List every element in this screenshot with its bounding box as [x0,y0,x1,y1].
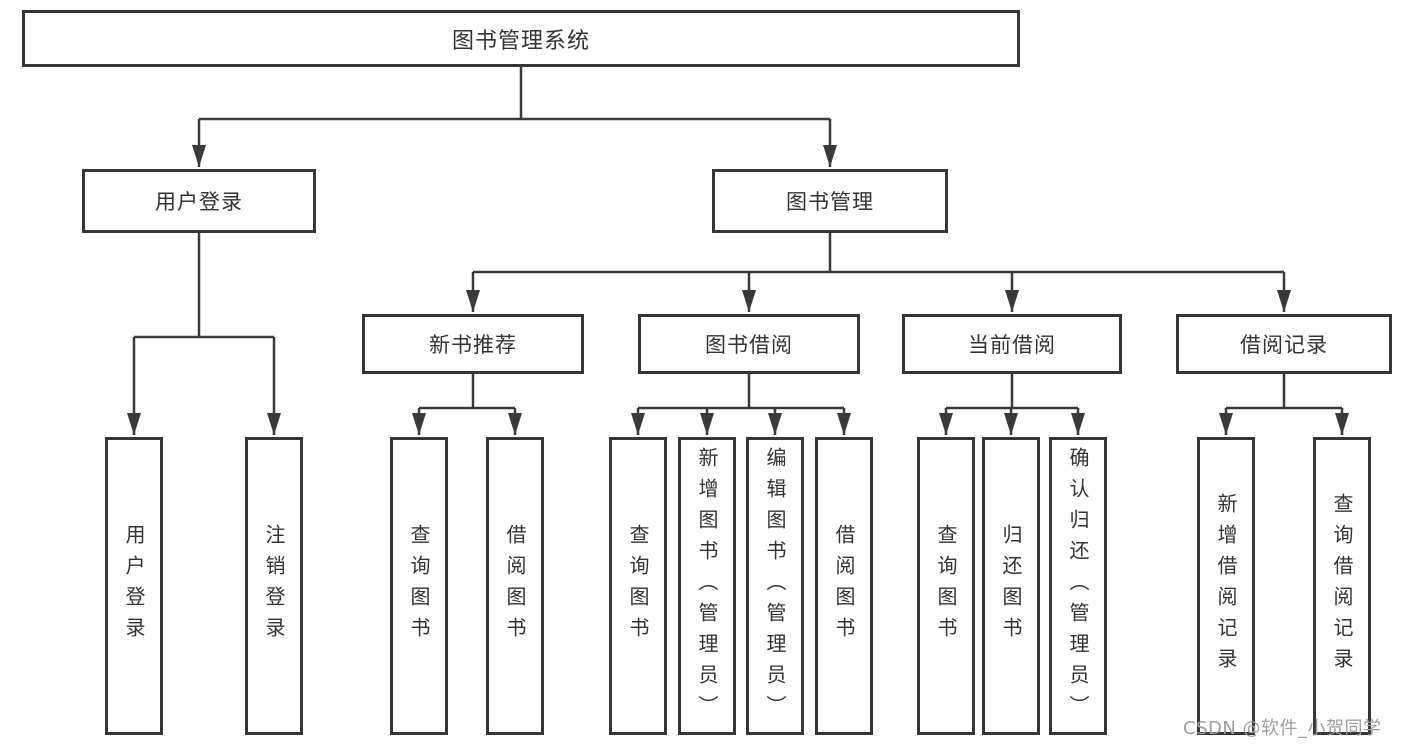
leaf-bb-edit-books-admin: 编辑图书（管理员） [746,437,804,735]
leaf-br-query-record-label: 查询借阅记录 [1330,493,1354,679]
leaf-bb-borrow-books: 借阅图书 [815,437,873,735]
leaf-nbr-borrow-books: 借阅图书 [486,437,544,735]
leaf-nbr-borrow-books-label: 借阅图书 [503,524,527,648]
leaf-logout-label: 注销登录 [262,524,286,648]
node-borrow-records: 借阅记录 [1176,314,1392,374]
leaf-cb-confirm-return-admin-label: 确认归还（管理员） [1066,446,1090,726]
leaf-user-login-label: 用户登录 [122,524,146,648]
node-user-login: 用户登录 [82,169,316,233]
node-current-borrow-label: 当前借阅 [968,333,1056,357]
leaf-user-login: 用户登录 [105,437,163,735]
node-root-library-system: 图书管理系统 [22,10,1020,67]
leaf-cb-return-books: 归还图书 [982,437,1040,735]
leaf-cb-return-books-label: 归还图书 [999,524,1023,648]
connector-new-book-recommend-spine [419,374,515,410]
node-book-management: 图书管理 [712,169,948,233]
node-user-login-label: 用户登录 [155,190,243,214]
leaf-nbr-query-books: 查询图书 [390,437,448,735]
leaf-cb-query-books: 查询图书 [917,437,975,735]
connector-root-spine [199,66,830,121]
connector-user-login-spine [134,233,274,339]
leaf-bb-query-books: 查询图书 [609,437,667,735]
leaf-cb-query-books-label: 查询图书 [934,524,958,648]
node-borrow-records-label: 借阅记录 [1240,333,1328,357]
node-book-management-label: 图书管理 [786,190,874,214]
connector-borrow-records-spine [1226,374,1342,410]
node-current-borrow: 当前借阅 [902,314,1122,374]
connector-current-borrow-spine [946,374,1078,410]
leaf-bb-query-books-label: 查询图书 [626,524,650,648]
leaf-nbr-query-books-label: 查询图书 [407,524,431,648]
leaf-br-query-record: 查询借阅记录 [1313,437,1371,735]
leaf-bb-add-books-admin-label: 新增图书（管理员） [695,446,719,726]
leaf-cb-confirm-return-admin: 确认归还（管理员） [1049,437,1107,735]
leaf-bb-borrow-books-label: 借阅图书 [832,524,856,648]
leaf-bb-add-books-admin: 新增图书（管理员） [678,437,736,735]
node-new-book-recommend: 新书推荐 [362,314,584,374]
leaf-logout: 注销登录 [245,437,303,735]
leaf-br-add-record-label: 新增借阅记录 [1214,493,1238,679]
node-root-label: 图书管理系统 [451,28,590,54]
csdn-watermark: CSDN @软件_小贺同学 [1183,718,1382,739]
connector-book-management-spine [473,233,1284,274]
node-book-borrow: 图书借阅 [638,314,860,374]
node-new-book-recommend-label: 新书推荐 [429,333,517,357]
node-book-borrow-label: 图书借阅 [705,333,793,357]
leaf-br-add-record: 新增借阅记录 [1197,437,1255,735]
leaf-bb-edit-books-admin-label: 编辑图书（管理员） [763,446,787,726]
connector-book-borrow-spine [638,374,844,410]
